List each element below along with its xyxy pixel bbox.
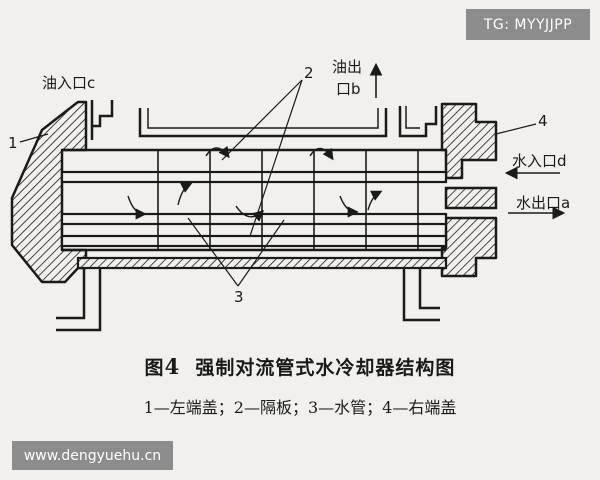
part-3-label: 3 [234, 288, 244, 306]
watermark-bottom: www.dengyuehu.cn [12, 441, 173, 470]
water-outlet-label: 水出口a [516, 194, 570, 212]
part-1-label: 1 [8, 134, 18, 152]
shell [62, 148, 448, 270]
caption-title: 图4 强制对流管式水冷却器结构图 [0, 353, 600, 380]
oil-outlet-channel [138, 108, 388, 138]
part-4-label: 4 [538, 112, 548, 130]
support-pipes [56, 268, 440, 332]
right-top-port [398, 106, 438, 138]
leader-lines [19, 79, 537, 287]
caption-text: 强制对流管式水冷却器结构图 [195, 357, 456, 379]
water-inlet-label: 水入口d [512, 152, 567, 170]
caption-prefix: 图 [144, 357, 165, 379]
watermark-top: TG: MYYJJPP [466, 9, 590, 40]
caption-legend: 1—左端盖；2—隔板；3—水管；4—右端盖 [143, 398, 457, 417]
oil-outlet-label-line2: 口b [336, 80, 361, 98]
oil-inlet-port [90, 100, 114, 140]
oil-inlet-label: 油入口c [42, 74, 95, 92]
left-end-cover [10, 100, 88, 284]
water-tubes [60, 170, 448, 248]
caption-number: 4 [164, 354, 181, 379]
part-2-label: 2 [304, 64, 314, 82]
cooler-diagram: 油入口c 油出 口b 水入口d 水出口a 1 2 3 4 [8, 58, 570, 332]
oil-outlet-label-line1: 油出 [332, 58, 362, 76]
right-end-cover [440, 102, 498, 278]
oil-flow-arrows [127, 145, 383, 222]
